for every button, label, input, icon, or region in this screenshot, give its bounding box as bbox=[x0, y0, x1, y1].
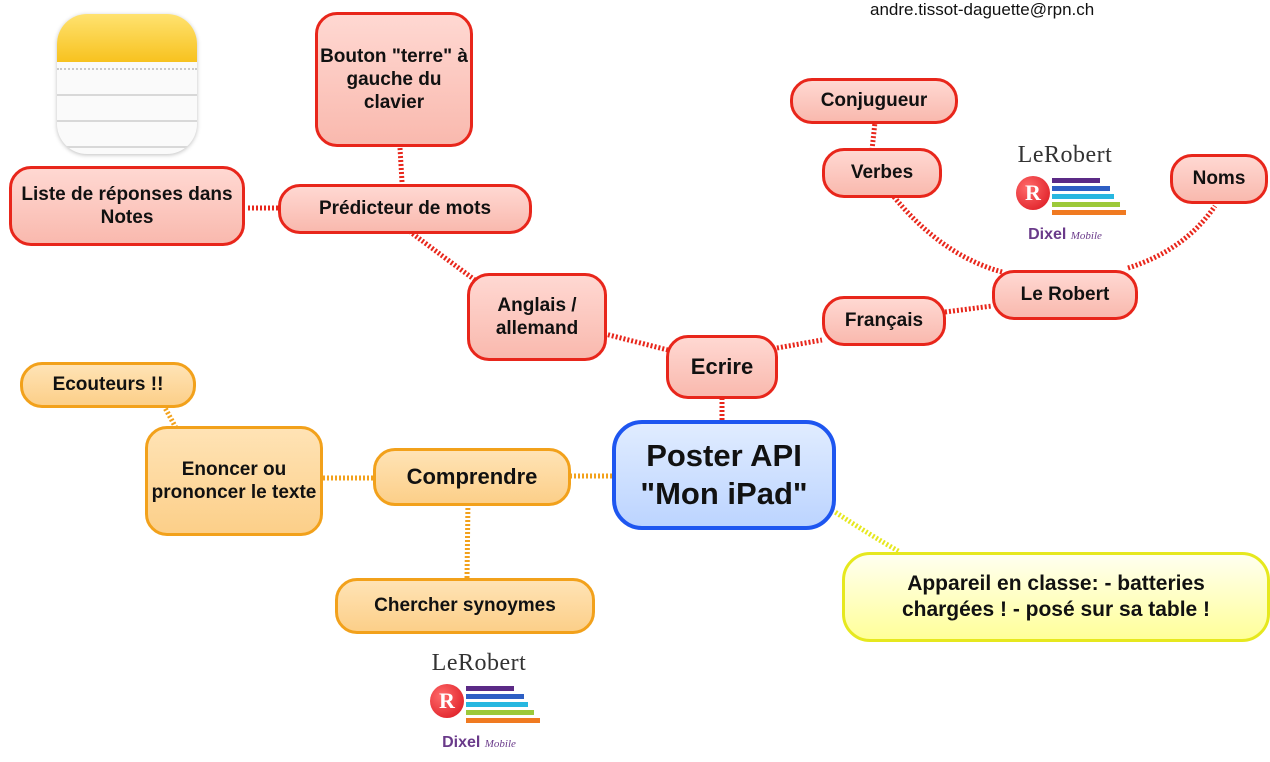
node-conjugueur: Conjugueur bbox=[790, 78, 958, 124]
le-robert-wordmark: LeRobert bbox=[1017, 142, 1113, 168]
node-ecrire: Ecrire bbox=[666, 335, 778, 399]
dixel-mobile-label: Dixel Mobile bbox=[1028, 226, 1102, 243]
node-liste-reponses: Liste de réponses dans Notes bbox=[9, 166, 245, 246]
author-email: andre.tissot-daguette@rpn.ch bbox=[870, 0, 1095, 19]
node-predicteur: Prédicteur de mots bbox=[278, 184, 532, 234]
node-francais: Français bbox=[822, 296, 946, 346]
node-bouton-terre: Bouton "terre" à gauche du clavier bbox=[315, 12, 473, 147]
robert-r-icon: R bbox=[430, 684, 464, 718]
node-center-poster: Poster API "Mon iPad" bbox=[612, 420, 836, 530]
le-robert-dixel-logo-bottom: LeRobert R Dixel Mobile bbox=[414, 650, 544, 758]
dixel-mobile-label: Dixel Mobile bbox=[442, 734, 516, 751]
le-robert-dixel-logo-top: LeRobert R Dixel Mobile bbox=[1000, 142, 1130, 250]
notes-app-icon bbox=[57, 14, 197, 154]
node-comprendre: Comprendre bbox=[373, 448, 571, 506]
node-appareil-classe: Appareil en classe: - batteries chargées… bbox=[842, 552, 1270, 642]
robert-r-icon: R bbox=[1016, 176, 1050, 210]
le-robert-wordmark: LeRobert bbox=[431, 650, 527, 676]
node-chercher-synonymes: Chercher synoymes bbox=[335, 578, 595, 634]
node-le-robert: Le Robert bbox=[992, 270, 1138, 320]
node-ecouteurs: Ecouteurs !! bbox=[20, 362, 196, 408]
node-verbes: Verbes bbox=[822, 148, 942, 198]
node-enoncer: Enoncer ou prononcer le texte bbox=[145, 426, 323, 536]
node-noms: Noms bbox=[1170, 154, 1268, 204]
node-anglais-allemand: Anglais / allemand bbox=[467, 273, 607, 361]
